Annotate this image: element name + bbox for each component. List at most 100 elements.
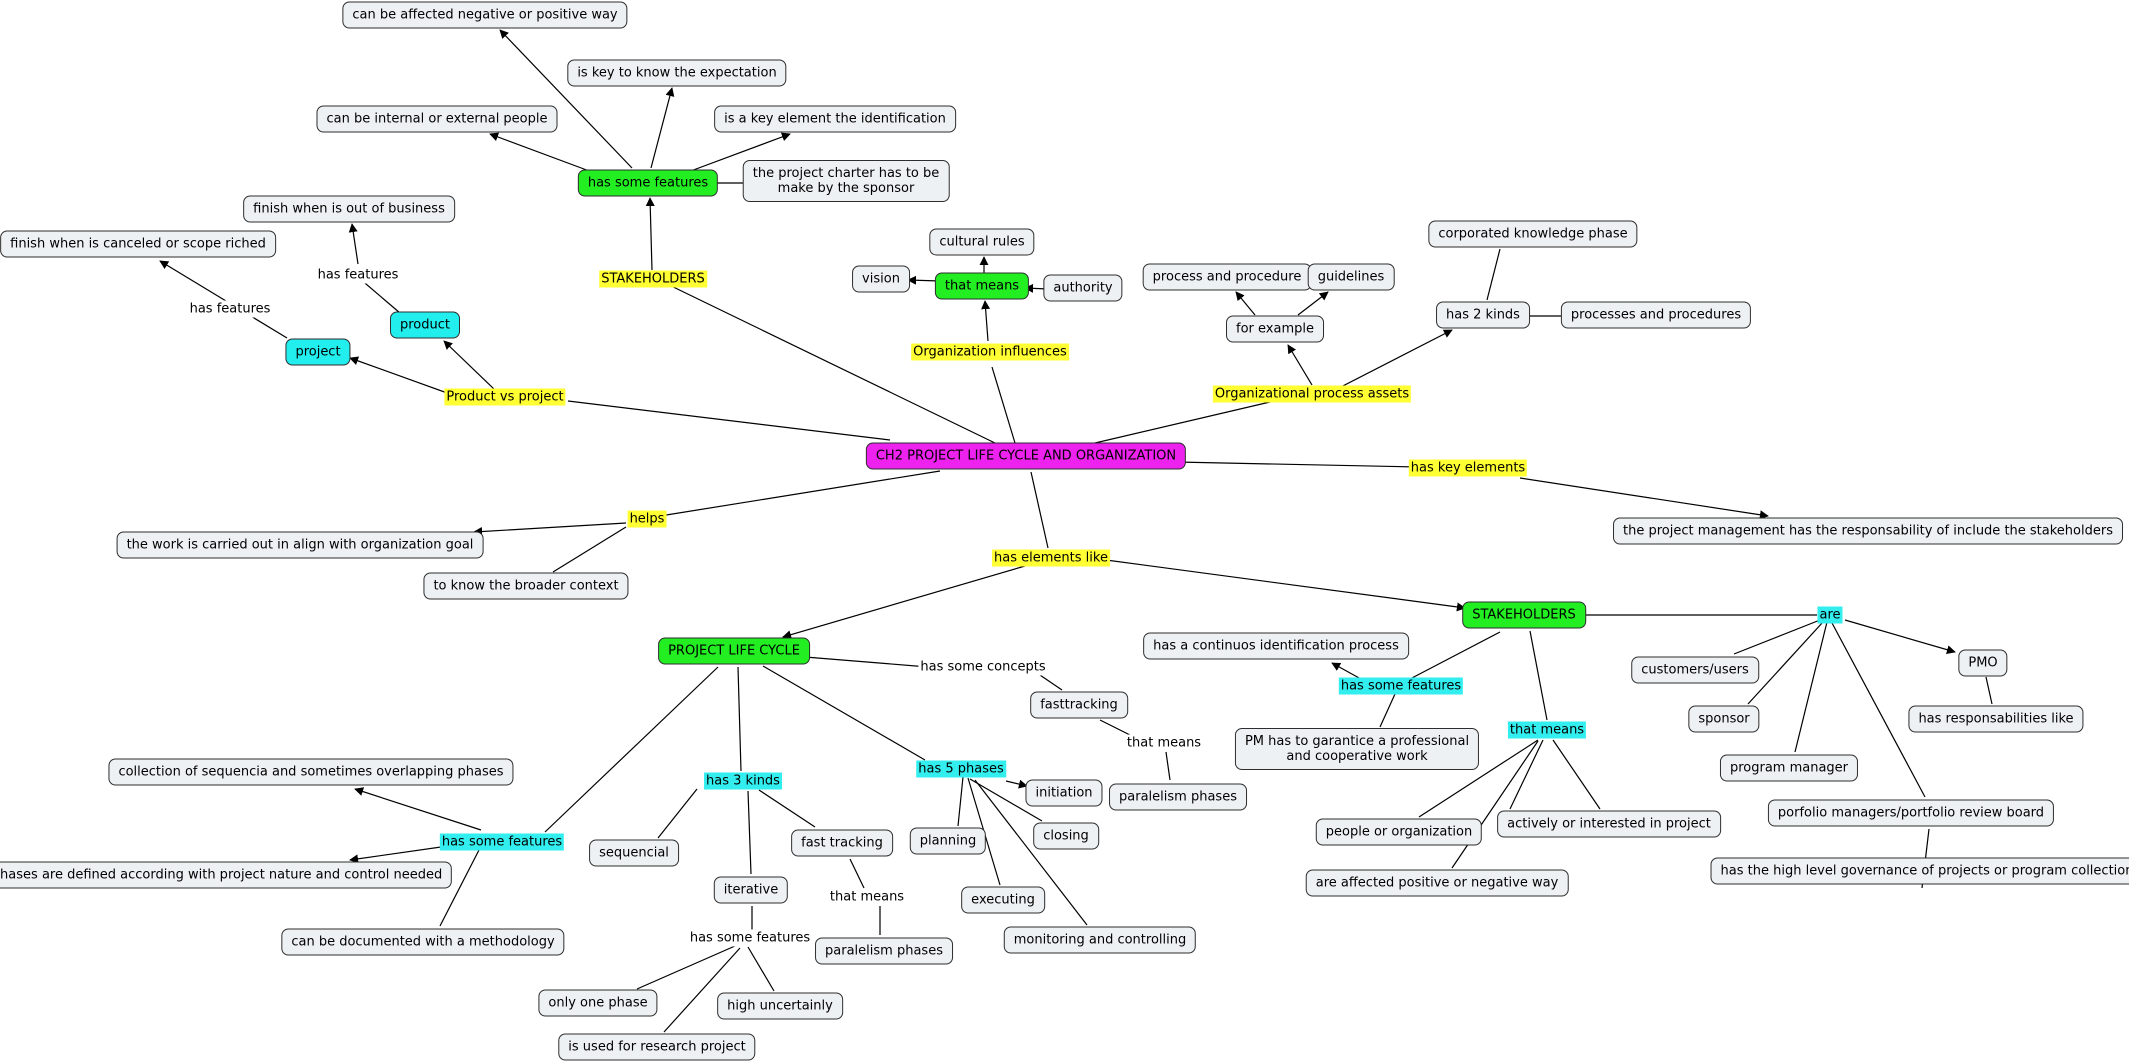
paralelism-phases-2-node[interactable]: paralelism phases xyxy=(815,937,953,965)
connector-line xyxy=(1005,779,1028,789)
root-concept-node[interactable]: CH2 PROJECT LIFE CYCLE AND ORGANIZATION xyxy=(865,442,1187,470)
pm-responsability-node[interactable]: the project management has the responsab… xyxy=(1613,517,2123,545)
connector-line xyxy=(645,197,655,271)
customers-users-node[interactable]: customers/users xyxy=(1631,656,1759,684)
continuos-identification-node[interactable]: has a continuos identification process xyxy=(1143,632,1409,660)
high-uncertainly-node[interactable]: high uncertainly xyxy=(717,992,843,1020)
connector-line xyxy=(650,87,675,169)
has-some-features-stakeholders-label: has some features xyxy=(1338,677,1464,695)
actively-interested-node[interactable]: actively or interested in project xyxy=(1497,810,1721,838)
collection-phases-node[interactable]: collection of sequencia and sometimes ov… xyxy=(108,758,514,786)
research-project-node[interactable]: is used for research project xyxy=(558,1033,756,1061)
high-level-governance-node[interactable]: has the high level governance of project… xyxy=(1710,857,2129,885)
has-some-features-plc-label: has some features xyxy=(439,833,565,851)
connector-line xyxy=(974,779,1088,926)
sponsor-node[interactable]: sponsor xyxy=(1688,705,1760,733)
connector-line xyxy=(737,666,742,772)
connector-line xyxy=(544,666,719,833)
work-align-node[interactable]: the work is carried out in align with or… xyxy=(116,531,484,559)
fasttracking-node[interactable]: fasttracking xyxy=(1030,691,1128,719)
connector-line xyxy=(1509,739,1544,810)
that-means-org-node[interactable]: that means xyxy=(934,272,1030,300)
has-responsabilities-node[interactable]: has responsabilities like xyxy=(1908,705,2084,733)
has-2-kinds-node[interactable]: has 2 kinds xyxy=(1436,301,1530,329)
organization-influences-label: Organization influences xyxy=(911,343,1069,361)
has-elements-like-label: has elements like xyxy=(992,549,1110,567)
phases-defined-node[interactable]: phases are defined according with projec… xyxy=(0,861,453,889)
for-example-node[interactable]: for example xyxy=(1226,315,1324,343)
people-organization-node[interactable]: people or organization xyxy=(1315,818,1483,846)
cultural-rules-node[interactable]: cultural rules xyxy=(929,228,1035,256)
project-node[interactable]: project xyxy=(285,338,351,366)
connector-line xyxy=(439,849,480,927)
connector-line xyxy=(1451,740,1539,869)
processes-procedures-node[interactable]: processes and procedures xyxy=(1560,301,1752,329)
connector-line xyxy=(758,789,816,828)
has-features-label-project: has features xyxy=(187,300,273,318)
broader-context-node[interactable]: to know the broader context xyxy=(423,572,629,600)
connector-line xyxy=(1831,622,1926,798)
connector-line xyxy=(957,776,964,827)
project-charter-node[interactable]: the project charter has to be make by th… xyxy=(742,160,950,202)
pm-garantice-node[interactable]: PM has to garantice a professional and c… xyxy=(1234,728,1480,770)
key-identification-node[interactable]: is a key element the identification xyxy=(714,105,956,133)
connector-line xyxy=(762,665,926,761)
finish-business-node[interactable]: finish when is out of business xyxy=(243,195,455,223)
connector-line xyxy=(664,282,996,444)
vision-node[interactable]: vision xyxy=(852,265,910,293)
connector-line xyxy=(348,223,359,265)
affected-positive-negative-node[interactable]: are affected positive or negative way xyxy=(1305,869,1569,897)
has-some-features-top-node[interactable]: has some features xyxy=(577,169,719,197)
key-expectation-node[interactable]: is key to know the expectation xyxy=(567,59,787,87)
connector-line xyxy=(663,947,741,1033)
only-one-phase-node[interactable]: only one phase xyxy=(538,989,658,1017)
iterative-node[interactable]: iterative xyxy=(713,876,789,904)
fast-tracking-node[interactable]: fast tracking xyxy=(791,829,893,857)
connector-line xyxy=(1235,291,1256,316)
connector-line xyxy=(443,340,496,391)
finish-canceled-node[interactable]: finish when is canceled or scope riched xyxy=(0,230,276,258)
connector-line xyxy=(991,366,1016,444)
affected-node[interactable]: can be affected negative or positive way xyxy=(342,1,628,29)
connector-line xyxy=(1105,559,1466,612)
connector-line xyxy=(687,132,791,173)
initiation-node[interactable]: initiation xyxy=(1025,779,1103,807)
connector-line xyxy=(657,788,698,839)
connector-line xyxy=(747,790,752,875)
connector-line xyxy=(1287,344,1313,386)
connector-line xyxy=(1036,672,1063,691)
paralelism-phases-1-node[interactable]: paralelism phases xyxy=(1109,783,1247,811)
connector-line xyxy=(1529,630,1548,721)
has-features-label-product: has features xyxy=(315,266,401,284)
connector-line xyxy=(349,845,449,864)
sequencial-node[interactable]: sequencial xyxy=(589,839,679,867)
connector-line xyxy=(1165,751,1171,781)
connector-line xyxy=(849,858,865,889)
executing-node[interactable]: executing xyxy=(961,886,1045,914)
stakeholders-main-node[interactable]: STAKEHOLDERS xyxy=(1462,601,1586,629)
project-life-cycle-node[interactable]: PROJECT LIFE CYCLE xyxy=(658,637,810,665)
connector-line xyxy=(1747,621,1824,705)
monitoring-controlling-node[interactable]: monitoring and controlling xyxy=(1003,926,1197,954)
program-manager-node[interactable]: program manager xyxy=(1719,754,1859,782)
has-5-phases-label: has 5 phases xyxy=(916,760,1006,778)
connector-line xyxy=(1552,739,1601,810)
pmo-node[interactable]: PMO xyxy=(1958,649,2008,677)
connector-line xyxy=(567,400,891,441)
portfolio-managers-node[interactable]: porfolio managers/portfolio review board xyxy=(1767,799,2055,827)
planning-node[interactable]: planning xyxy=(909,827,987,855)
product-node[interactable]: product xyxy=(389,311,461,339)
corporated-knowledge-node[interactable]: corporated knowledge phase xyxy=(1428,220,1638,248)
guidelines-node[interactable]: guidelines xyxy=(1307,263,1395,291)
closing-node[interactable]: closing xyxy=(1033,822,1099,850)
documented-methodology-node[interactable]: can be documented with a methodology xyxy=(281,928,565,956)
process-procedure-node[interactable]: process and procedure xyxy=(1142,263,1312,291)
authority-node[interactable]: authority xyxy=(1043,274,1123,302)
connector-line xyxy=(747,946,775,992)
connector-line xyxy=(1418,739,1539,818)
connector-line xyxy=(349,356,451,395)
connector-line xyxy=(1094,401,1271,444)
internal-external-node[interactable]: can be internal or external people xyxy=(316,105,558,133)
connector-line xyxy=(1733,619,1821,655)
